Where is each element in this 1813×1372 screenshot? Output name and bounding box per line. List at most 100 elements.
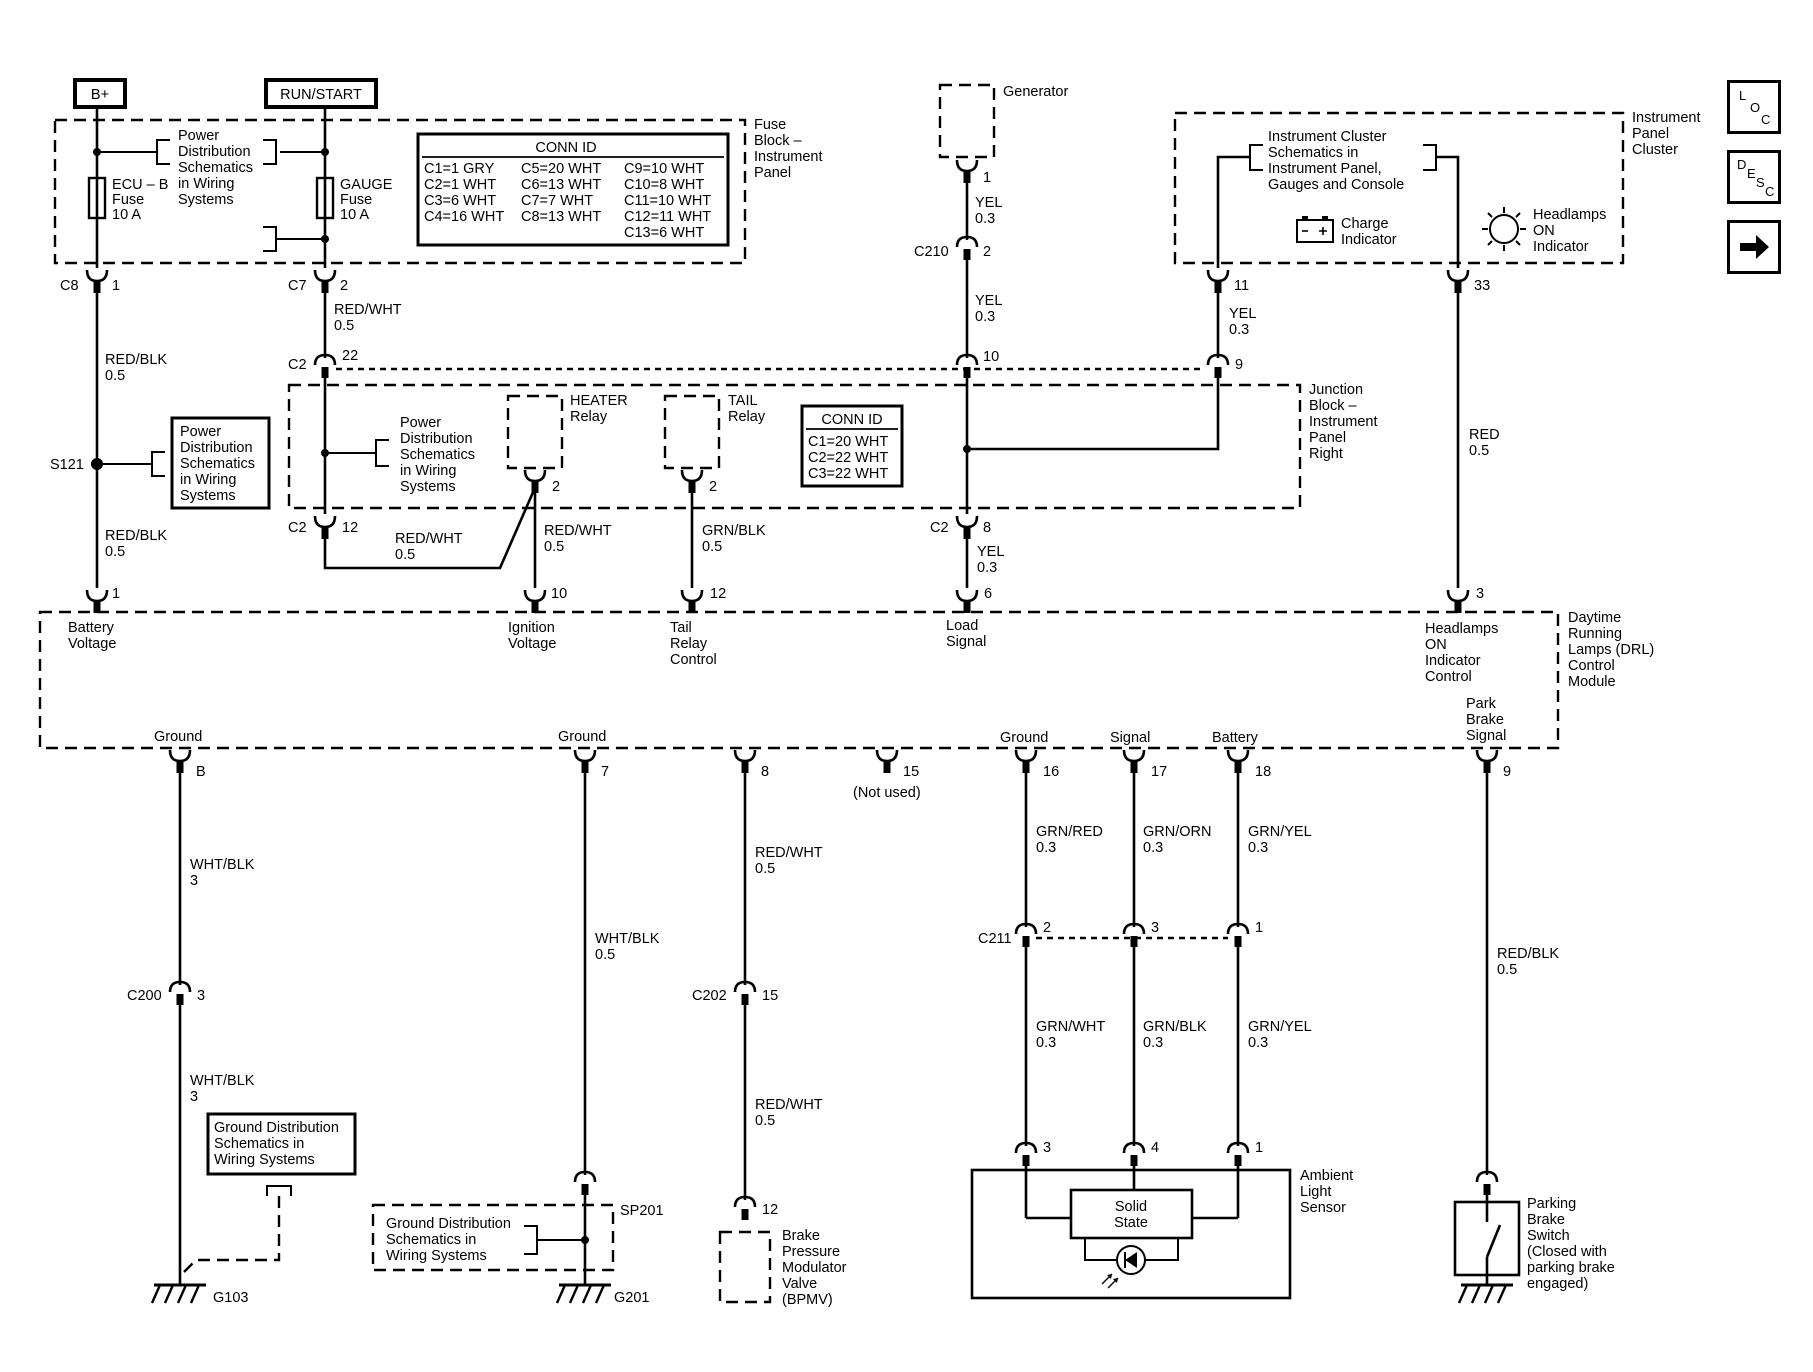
svg-text:Systems: Systems: [178, 192, 234, 208]
svg-text:Distribution: Distribution: [178, 144, 251, 160]
svg-text:3: 3: [190, 1089, 198, 1105]
svg-text:State: State: [1114, 1215, 1148, 1231]
svg-text:Instrument: Instrument: [754, 149, 823, 165]
fuse-block-title: Fuse Block – Instrument Panel: [754, 117, 823, 181]
svg-text:Brake: Brake: [782, 1228, 820, 1244]
svg-text:CONN ID: CONN ID: [821, 412, 882, 428]
c2-pin8-connector-icon: [955, 514, 979, 541]
drl-module-title: Daytime Running Lamps (DRL) Control Modu…: [1568, 610, 1654, 690]
svg-text:Light: Light: [1300, 1184, 1331, 1200]
svg-text:2: 2: [1043, 920, 1051, 936]
c211-pin1-icon: [1226, 922, 1250, 949]
svg-text:parking brake: parking brake: [1527, 1260, 1615, 1276]
svg-text:Voltage: Voltage: [508, 636, 556, 652]
sp201-splice-pack-outline: [371, 1203, 615, 1272]
generator-pin-icon: [955, 158, 979, 185]
svg-text:0.5: 0.5: [755, 1113, 775, 1129]
svg-text:12: 12: [710, 586, 726, 602]
svg-text:1: 1: [112, 586, 120, 602]
ambient-pin4-icon: [1122, 1141, 1146, 1168]
sp201-connector-icon: [573, 1170, 597, 1197]
loc-button[interactable]: L O C: [1727, 80, 1781, 134]
b-plus-label: B+: [91, 87, 109, 103]
next-page-button[interactable]: [1727, 220, 1781, 274]
c202-label: C202: [692, 988, 727, 1004]
svg-text:6: 6: [984, 586, 992, 602]
svg-text:0.3: 0.3: [975, 309, 995, 325]
c200-label: C200: [127, 988, 162, 1004]
svg-text:C4=16 WHT: C4=16 WHT: [424, 209, 504, 225]
svg-text:Relay: Relay: [570, 409, 608, 425]
svg-text:Brake: Brake: [1466, 712, 1504, 728]
svg-text:GAUGE: GAUGE: [340, 177, 393, 193]
heater-relay-label: HEATER Relay: [570, 393, 628, 425]
svg-text:Right: Right: [1309, 446, 1343, 462]
ground-label-1: Ground: [154, 729, 202, 745]
c7-connector-icon: [313, 268, 337, 295]
svg-text:GRN/YEL: GRN/YEL: [1248, 1019, 1312, 1035]
svg-text:Instrument Cluster: Instrument Cluster: [1268, 129, 1387, 145]
svg-text:8: 8: [761, 764, 769, 780]
svg-text:Systems: Systems: [400, 479, 456, 495]
sp201-label: SP201: [620, 1203, 664, 1219]
svg-text:RED: RED: [1469, 427, 1500, 443]
svg-text:RED/BLK: RED/BLK: [105, 528, 167, 544]
svg-text:Power: Power: [180, 424, 221, 440]
c2-pin12-connector-icon: [313, 514, 337, 541]
drl-pin1-icon: [85, 588, 109, 615]
svg-text:C9=10 WHT: C9=10 WHT: [624, 161, 704, 177]
svg-text:RED/WHT: RED/WHT: [544, 523, 612, 539]
svg-text:12: 12: [342, 520, 358, 536]
svg-text:Wiring Systems: Wiring Systems: [214, 1152, 315, 1168]
svg-text:3: 3: [1151, 920, 1159, 936]
svg-text:CONN ID: CONN ID: [535, 140, 596, 156]
svg-text:in Wiring: in Wiring: [180, 472, 236, 488]
svg-text:0.3: 0.3: [1248, 840, 1268, 856]
desc-button[interactable]: D E S C: [1727, 150, 1781, 204]
svg-text:Headlamps: Headlamps: [1425, 621, 1498, 637]
svg-text:Running: Running: [1568, 626, 1622, 642]
park-brake-signal-label: Park Brake Signal: [1466, 696, 1506, 744]
svg-text:0.3: 0.3: [977, 560, 997, 576]
svg-text:(BPMV): (BPMV): [782, 1292, 833, 1308]
parking-brake-switch-pin-icon: [1475, 1170, 1499, 1197]
svg-text:0.3: 0.3: [1143, 1035, 1163, 1051]
svg-text:0.3: 0.3: [975, 211, 995, 227]
svg-text:9: 9: [1235, 357, 1243, 373]
svg-text:Panel: Panel: [1309, 430, 1346, 446]
svg-text:Brake: Brake: [1527, 1212, 1565, 1228]
svg-text:Load: Load: [946, 618, 978, 634]
svg-text:B: B: [196, 764, 206, 780]
svg-text:Ambient: Ambient: [1300, 1168, 1353, 1184]
svg-text:0.3: 0.3: [1248, 1035, 1268, 1051]
svg-text:YEL: YEL: [975, 195, 1002, 211]
c7-label: C7: [288, 278, 307, 294]
svg-text:C3=22 WHT: C3=22 WHT: [808, 466, 888, 482]
junction-block-outline: [287, 383, 1302, 510]
svg-text:Schematics in: Schematics in: [1268, 145, 1358, 161]
svg-text:HEATER: HEATER: [570, 393, 628, 409]
svg-text:Signal: Signal: [1466, 728, 1506, 744]
drl-pin3-icon: [1446, 588, 1470, 615]
svg-text:C1=20 WHT: C1=20 WHT: [808, 434, 888, 450]
svg-text:Cluster: Cluster: [1632, 142, 1678, 158]
svg-text:Power: Power: [400, 415, 441, 431]
svg-text:C5=20 WHT: C5=20 WHT: [521, 161, 601, 177]
svg-text:RED/BLK: RED/BLK: [105, 352, 167, 368]
svg-text:Valve: Valve: [782, 1276, 817, 1292]
svg-text:3: 3: [1476, 586, 1484, 602]
generator-icon: [938, 83, 996, 159]
svg-text:Control: Control: [670, 652, 717, 668]
heater-relay-pin-icon: [523, 468, 547, 495]
svg-text:0.3: 0.3: [1143, 840, 1163, 856]
gauge-fuse-label: GAUGE Fuse 10 A: [340, 177, 393, 223]
svg-text:3: 3: [1043, 1140, 1051, 1156]
svg-text:Wiring Systems: Wiring Systems: [386, 1248, 487, 1264]
c2-pin10-connector-icon: [955, 353, 979, 380]
svg-text:10: 10: [551, 586, 567, 602]
charge-indicator-label: Charge Indicator: [1341, 216, 1397, 248]
svg-text:C2: C2: [288, 520, 307, 536]
drl-pin6-icon: [955, 588, 979, 615]
jb-conn-id-table: CONN ID C1=20 WHT C2=22 WHT C3=22 WHT: [800, 404, 904, 488]
drl-pin7-icon: [573, 748, 597, 775]
